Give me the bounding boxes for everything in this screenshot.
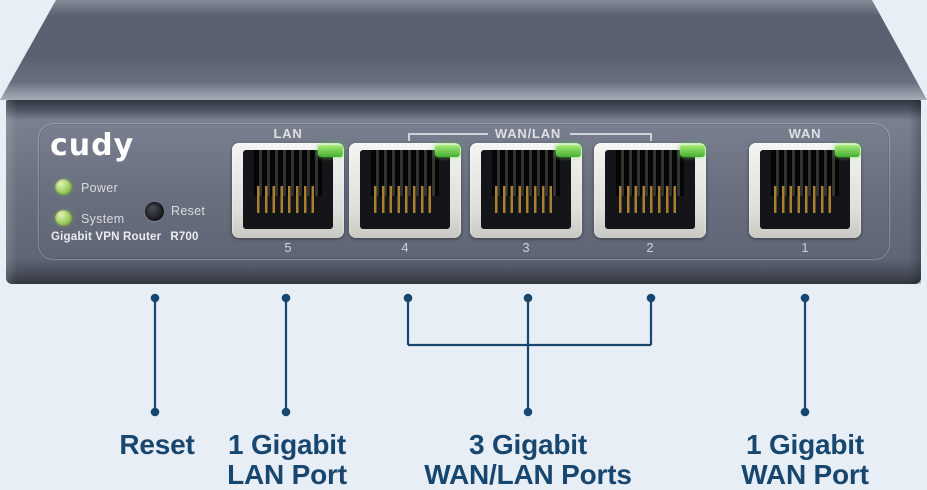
power-led-label: Power: [81, 181, 118, 195]
callout-label-wan-port: 1 Gigabit WAN Port: [665, 430, 927, 490]
callout-label-reset: Reset: [17, 430, 297, 460]
ethernet-port-5: [232, 143, 344, 238]
port-number-3: 3: [522, 240, 530, 255]
callout-line1: 3 Gigabit: [469, 429, 587, 460]
system-led-label: System: [81, 212, 125, 226]
ethernet-port-2: [594, 143, 706, 238]
model-text: Gigabit VPN Router R700: [51, 231, 199, 243]
port-link-led-icon: [835, 144, 860, 157]
router-top-surface: [0, 0, 927, 100]
power-led-icon: [55, 179, 72, 195]
port-number-1: 1: [801, 240, 809, 255]
port-number-4: 4: [401, 240, 409, 255]
lan-group-label: LAN: [273, 126, 303, 141]
wanlan-bracket-line-left: [408, 133, 488, 135]
wanlan-bracket-line-right: [570, 133, 652, 135]
rj45-jack-icon: [605, 150, 695, 229]
reset-button-label: Reset: [171, 204, 206, 218]
model-line: Gigabit VPN Router: [51, 231, 162, 243]
brand-logo: cudy: [50, 128, 135, 163]
port-link-led-icon: [435, 144, 460, 157]
callout-line1: Reset: [119, 429, 195, 460]
wanlan-bracket-tick-right: [650, 133, 652, 141]
callout-label-lan-port: 1 Gigabit LAN Port: [147, 430, 427, 490]
callout-line2: WAN/LAN Ports: [424, 459, 632, 490]
port-number-5: 5: [284, 240, 292, 255]
callout-label-wanlan-ports: 3 Gigabit WAN/LAN Ports: [388, 430, 668, 490]
rj45-jack-icon: [360, 150, 450, 229]
callout-line2: WAN Port: [741, 459, 869, 490]
port-number-2: 2: [646, 240, 654, 255]
ethernet-port-3: [470, 143, 582, 238]
rj45-jack-icon: [481, 150, 571, 229]
callout-line2: LAN Port: [227, 459, 347, 490]
port-link-led-icon: [680, 144, 705, 157]
ethernet-port-4: [349, 143, 461, 238]
wan-group-label: WAN: [788, 126, 822, 141]
wanlan-group-label: WAN/LAN: [494, 126, 562, 141]
wanlan-bracket-tick-left: [408, 133, 410, 141]
callout-line1: 1 Gigabit: [228, 429, 346, 460]
callout-line1: 1 Gigabit: [746, 429, 864, 460]
rj45-jack-icon: [243, 150, 333, 229]
port-link-led-icon: [556, 144, 581, 157]
port-link-led-icon: [318, 144, 343, 157]
rj45-jack-icon: [760, 150, 850, 229]
ethernet-port-1: [749, 143, 861, 238]
reset-button: [145, 202, 164, 221]
front-panel-outline: [38, 123, 890, 260]
system-led-icon: [55, 210, 72, 226]
model-number: R700: [170, 231, 199, 243]
